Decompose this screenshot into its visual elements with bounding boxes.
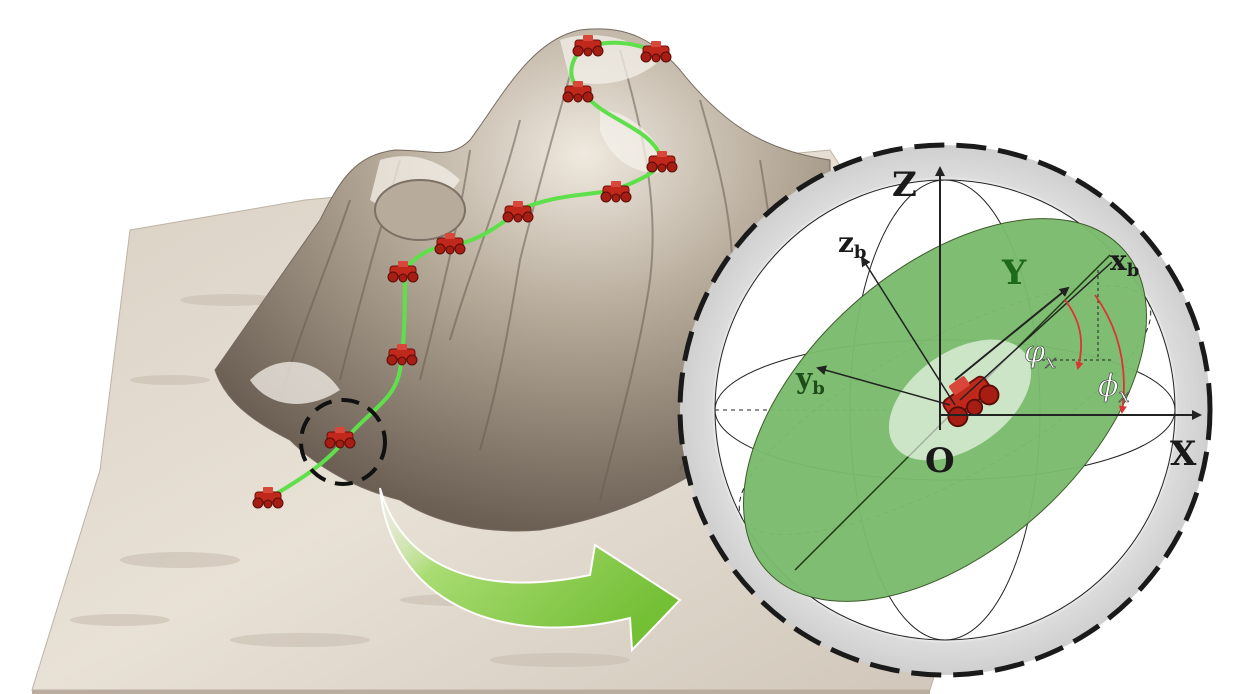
label-y-body: yb <box>795 362 825 399</box>
projection-lines <box>1030 270 1112 361</box>
crater <box>374 179 466 241</box>
label-angle-phi: ϕx <box>1098 369 1130 407</box>
angle-arc-varphi <box>1064 299 1084 370</box>
label-x-world: X <box>1170 434 1197 474</box>
label-origin: O <box>925 441 955 481</box>
label-z-world: Z <box>892 165 917 205</box>
sphere-dashed-border <box>677 142 1213 678</box>
tilted-plane-outline <box>743 218 1147 602</box>
label-angle-varphi: φx <box>1024 335 1056 373</box>
label-y-world: Y <box>1001 253 1027 293</box>
axis-y-body <box>816 365 951 406</box>
angle-arc-phi <box>1094 294 1127 414</box>
transition-arrow <box>379 487 682 653</box>
zoom-dashed-circle <box>299 398 387 486</box>
axis-y-world <box>954 286 1070 381</box>
ground-texture <box>70 294 810 667</box>
axis-x-body <box>959 261 1113 401</box>
label-x-body: xb <box>1110 244 1139 281</box>
axis-z-body <box>860 256 956 406</box>
frame-diagram: Z Y X O zb xb yb φx ϕx <box>677 142 1213 678</box>
mountain-massif <box>214 28 831 532</box>
label-z-body: zb <box>838 226 867 263</box>
terrain-plate-edge <box>32 690 930 694</box>
